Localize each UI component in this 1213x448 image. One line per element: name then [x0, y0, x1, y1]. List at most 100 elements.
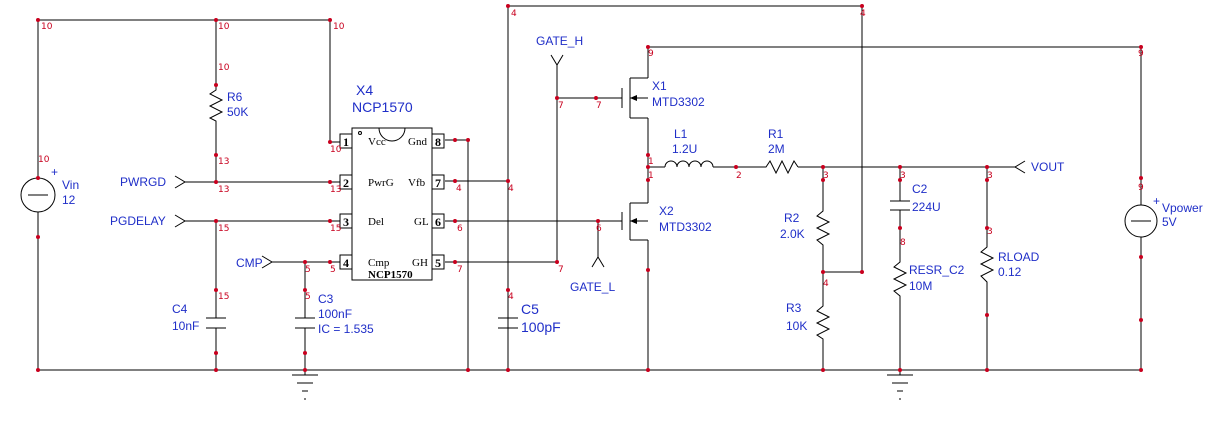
svg-text:3: 3 [900, 171, 906, 181]
vin-ref: Vin [62, 178, 79, 192]
c2-value: 224U [912, 200, 941, 214]
svg-text:10: 10 [330, 145, 342, 155]
wires [37, 5, 1142, 375]
svg-text:4: 4 [508, 292, 514, 302]
vin-value: 12 [62, 193, 76, 207]
svg-text:10: 10 [38, 155, 50, 165]
r3-value: 10K [786, 319, 807, 333]
svg-text:10: 10 [41, 22, 53, 32]
wire-node-9 [647, 46, 1142, 205]
svg-text:9: 9 [648, 49, 654, 59]
svg-text:4: 4 [511, 9, 517, 19]
ic-pin-3-num: 3 [343, 215, 349, 229]
r2-ref: R2 [784, 211, 800, 225]
x2-mosfet: X2 MTD3302 [621, 202, 712, 241]
resr-resistor: RESR_C2 10M [892, 258, 965, 302]
c2-ref: C2 [912, 182, 928, 196]
svg-text:15: 15 [218, 224, 229, 234]
x1-value: MTD3302 [652, 95, 705, 109]
ic-pin-gnd: Gnd [408, 136, 427, 148]
r6-value: 50K [227, 105, 248, 119]
rload-value: 0.12 [998, 265, 1022, 279]
ic-pin-5-num: 5 [435, 256, 441, 270]
l1-inductor: L1 1.2U [664, 127, 714, 168]
svg-text:1: 1 [648, 171, 654, 181]
vin-source: + Vin 12 [20, 165, 79, 213]
svg-text:9: 9 [1138, 183, 1144, 193]
ic-ref: X4 [356, 82, 373, 98]
svg-text:10: 10 [218, 22, 230, 32]
port-pgdelay-label: PGDELAY [110, 214, 166, 228]
port-cmp: CMP [236, 255, 273, 270]
wire-node-4 [507, 5, 863, 370]
ic-pin-cmp: Cmp [368, 257, 390, 269]
ic-pin-7-num: 7 [435, 176, 441, 190]
port-gate-h-label: GATE_H [536, 34, 583, 48]
ic-pin-6-num: 6 [435, 215, 441, 229]
svg-text:6: 6 [596, 224, 602, 234]
ic-pin-vcc: Vcc [368, 136, 386, 148]
svg-text:15: 15 [218, 292, 229, 302]
rload-ref: RLOAD [998, 250, 1040, 264]
c5-capacitor: C5 100pF [498, 301, 561, 370]
r2-value: 2.0K [780, 227, 805, 241]
ic-x4: X4 NCP1570 1 2 3 4 8 7 6 5 Vcc PwrG Del … [339, 82, 445, 281]
port-pwrgd: PWRGD [120, 175, 186, 189]
port-pgdelay: PGDELAY [110, 214, 186, 228]
r3-ref: R3 [786, 301, 802, 315]
svg-text:3: 3 [987, 227, 993, 237]
svg-text:13: 13 [330, 185, 341, 195]
ic-pin-del: Del [368, 216, 384, 228]
ic-pin-2-num: 2 [343, 176, 349, 190]
svg-text:5: 5 [305, 292, 311, 302]
svg-text:13: 13 [218, 157, 229, 167]
svg-text:8: 8 [900, 238, 906, 248]
resr-value: 10M [909, 279, 932, 293]
svg-text:10: 10 [333, 22, 345, 32]
wire-node-7 [445, 98, 558, 263]
svg-text:+: + [1153, 194, 1160, 208]
svg-text:7: 7 [596, 101, 602, 111]
port-gate-l-label: GATE_L [570, 280, 615, 294]
ic-pin-gh: GH [412, 257, 428, 269]
c3-ref: C3 [318, 292, 334, 306]
svg-text:4: 4 [508, 184, 514, 194]
svg-text:2: 2 [736, 171, 742, 181]
svg-text:13: 13 [218, 185, 229, 195]
node-dots [36, 4, 1143, 372]
svg-text:3: 3 [823, 171, 829, 181]
svg-text:+: + [51, 165, 58, 179]
r3-resistor: R3 10K [786, 301, 831, 343]
ic-body-part: NCP1570 [368, 269, 413, 281]
c3-value: 100nF [318, 307, 352, 321]
port-vout-label: VOUT [1031, 160, 1065, 174]
ic-part-label: NCP1570 [352, 99, 413, 115]
svg-text:9: 9 [1138, 49, 1144, 59]
r1-resistor: R1 2M [762, 127, 799, 175]
ground-symbol-left [292, 374, 318, 400]
ic-pin-4-num: 4 [343, 256, 349, 270]
svg-text:7: 7 [558, 101, 564, 111]
resr-ref: RESR_C2 [909, 263, 965, 277]
c4-value: 10nF [172, 319, 199, 333]
svg-text:4: 4 [823, 279, 829, 289]
port-cmp-label: CMP [236, 256, 263, 270]
l1-ref: L1 [674, 127, 688, 141]
svg-text:15: 15 [330, 224, 341, 234]
vpower-source: + Vpower 5V [1124, 194, 1203, 238]
ic-pin-pwrg: PwrG [368, 177, 394, 189]
wire-node-10 [38, 19, 340, 143]
svg-text:3: 3 [987, 171, 993, 181]
c3-ic: IC = 1.535 [318, 322, 374, 336]
port-gate-l: GATE_L [570, 256, 615, 294]
r1-value: 2M [768, 142, 785, 156]
svg-text:5: 5 [305, 265, 311, 275]
c5-value: 100pF [521, 319, 561, 335]
ground-symbol-right [887, 374, 913, 400]
node-numbers: 10 10 10 10 10 10 13 13 13 15 15 15 5 5 … [38, 9, 1144, 302]
port-gate-h: GATE_H [536, 34, 583, 66]
svg-text:5: 5 [330, 265, 336, 275]
ic-pin-8-num: 8 [435, 135, 441, 149]
